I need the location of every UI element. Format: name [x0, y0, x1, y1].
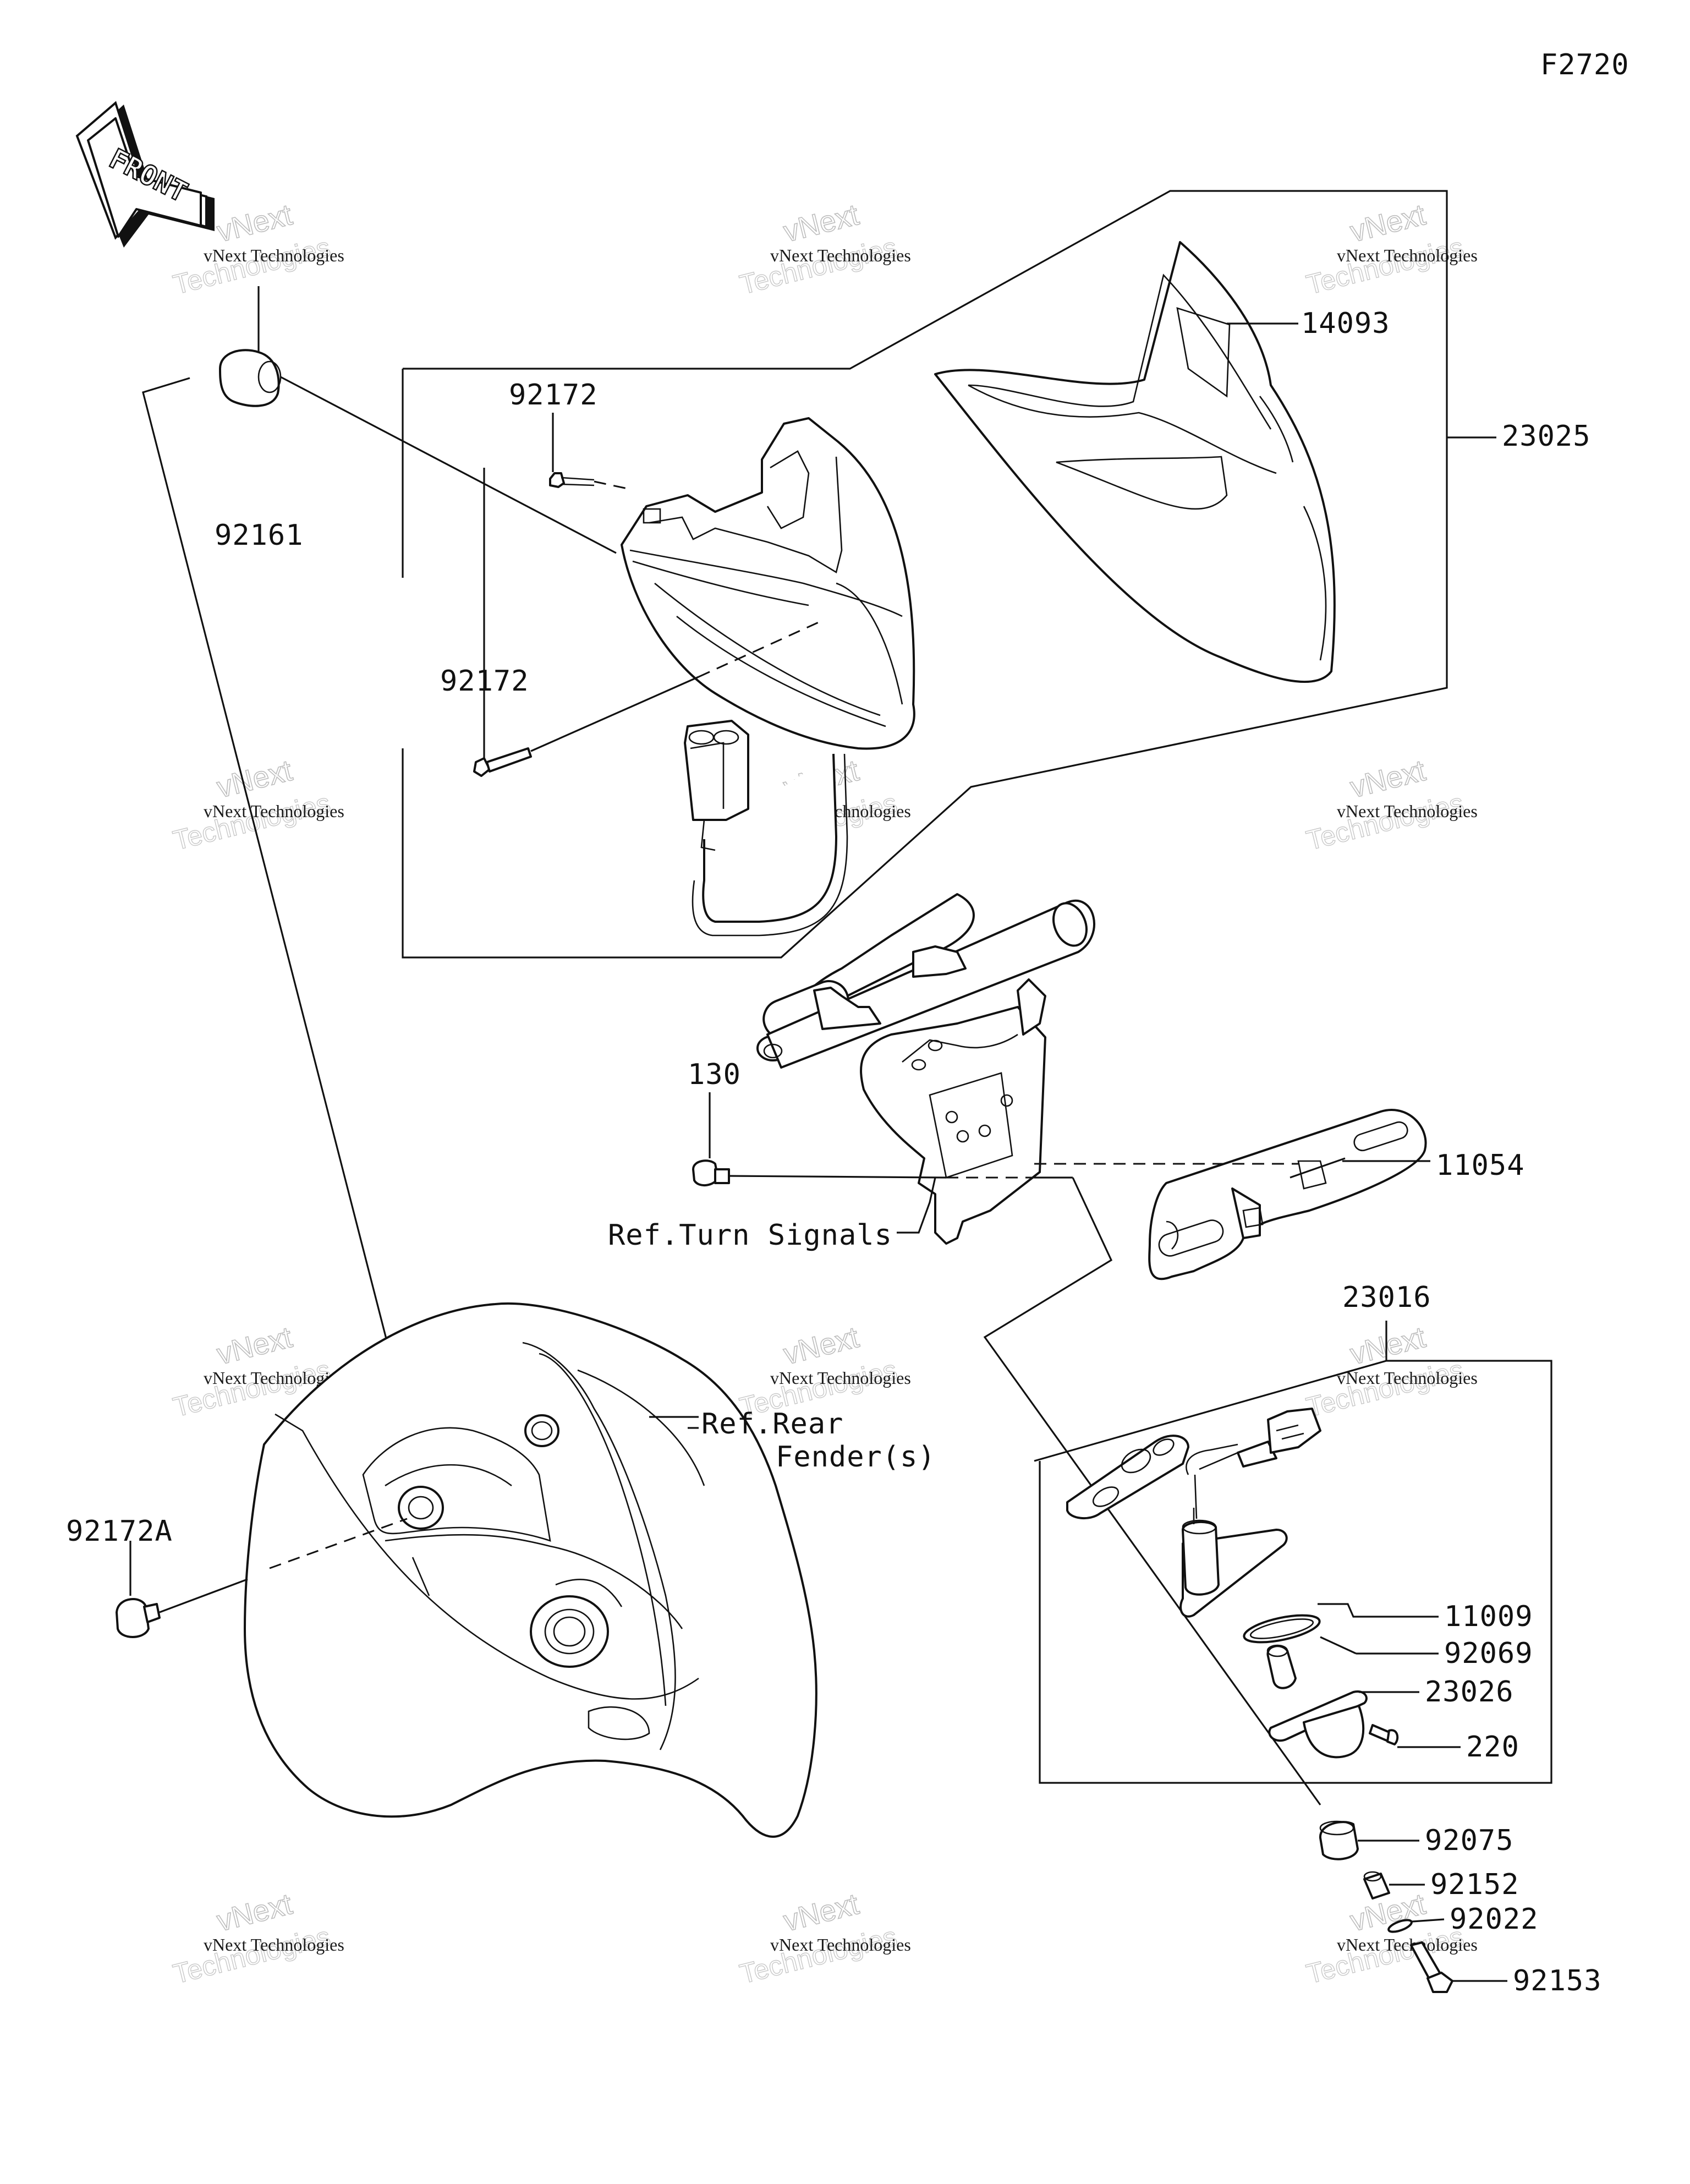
- washer-92022-part: [1387, 1918, 1445, 1933]
- screw-92172-mid: [473, 621, 820, 777]
- watermark: vNext Technologies vNext Technologies: [736, 1887, 911, 1990]
- leader-license-light: [983, 1177, 1321, 1805]
- label-11009: 11009: [1444, 1600, 1533, 1633]
- tail-light-housing-part: [621, 417, 915, 750]
- assembly-box-23016: [1034, 1321, 1552, 1784]
- watermark-brand-outline: Technologies: [737, 1921, 900, 1990]
- watermark-text: vNext Technologies: [770, 1368, 911, 1388]
- label-23025: 23025: [1502, 420, 1591, 453]
- bolt-92153-part: [1410, 1941, 1507, 1993]
- watermark: vNext Technologies vNext Technologies: [736, 198, 911, 300]
- label-11054: 11054: [1436, 1149, 1525, 1182]
- lens-23026-part: [1268, 1690, 1368, 1759]
- label-92153: 92153: [1513, 1964, 1602, 1997]
- label-92069: 92069: [1444, 1637, 1533, 1670]
- front-arrow-icon: FRONT: [75, 101, 215, 248]
- o-ring-92069-part: [1243, 1614, 1321, 1644]
- label-130: 130: [688, 1058, 741, 1091]
- leader-rear-fender: [142, 377, 436, 1528]
- watermark-brand: vNext: [213, 1887, 295, 1938]
- watermark-brand-outline: Technologies: [170, 1921, 333, 1990]
- watermark: vNext Technologies vNext Technologies: [169, 1887, 344, 1990]
- watermark-brand-outline: Technologies: [1303, 787, 1467, 856]
- diagram-code: F2720: [1540, 48, 1629, 81]
- watermark-brand: vNext: [780, 198, 862, 249]
- screw-92172-top: [549, 472, 633, 491]
- label-92152: 92152: [1430, 1868, 1519, 1901]
- watermark-text: vNext Technologies: [1337, 245, 1478, 265]
- license-light-socket-part: [1179, 1443, 1288, 1618]
- watermark: vNext Technologies vNext Technologies: [1303, 1320, 1478, 1423]
- rear-fender-part: [244, 1302, 817, 1838]
- license-plate-bracket-part: [756, 893, 1095, 1245]
- label-92172-mid: 92172: [440, 665, 529, 698]
- label-92075: 92075: [1425, 1824, 1514, 1857]
- part-labels: 14093 23025 92172 92172 92161 130 11054 …: [66, 307, 1602, 1997]
- watermark-brand: vNext: [213, 198, 295, 249]
- watermark-text: vNext Technologies: [204, 245, 344, 265]
- watermark-brand: vNext: [1347, 754, 1428, 804]
- watermark-text: vNext Technologies: [770, 1935, 911, 1955]
- plate-holder-11054-part: [1034, 1109, 1430, 1280]
- label-92022: 92022: [1450, 1903, 1539, 1936]
- watermark-brand: vNext: [213, 1321, 295, 1371]
- label-14093: 14093: [1301, 307, 1390, 340]
- license-light-base-part: [1066, 1435, 1189, 1520]
- watermark-brand-outline: Technologies: [1303, 232, 1467, 300]
- watermark-brand: vNext: [780, 1887, 862, 1938]
- label-23016: 23016: [1342, 1281, 1431, 1314]
- assembly-box-23025: [402, 190, 1496, 959]
- label-92172A: 92172A: [66, 1515, 173, 1548]
- label-92161: 92161: [215, 519, 304, 552]
- grommet-92075-part: [1319, 1820, 1419, 1860]
- label-ref-rear: Ref.Rear: [701, 1408, 843, 1441]
- watermark-brand: vNext: [780, 1321, 862, 1371]
- bolt-92172A-part: [116, 1541, 248, 1638]
- label-ref-turn-signals: Ref.Turn Signals: [608, 1219, 892, 1252]
- leader-ref-turn-signals: [897, 1177, 936, 1234]
- watermark: vNext Technologies vNext Technologies: [1303, 753, 1478, 856]
- screw-220-part: [1369, 1724, 1399, 1745]
- bulb-part: [1266, 1644, 1297, 1689]
- watermark-brand: vNext: [213, 754, 295, 804]
- watermark-brand: vNext: [1347, 1321, 1428, 1371]
- tail-lens-part: [934, 241, 1336, 683]
- label-220: 220: [1466, 1731, 1519, 1764]
- watermark-brand-outline: Technologies: [170, 232, 333, 300]
- watermark-text: vNext Technologies: [204, 801, 344, 821]
- watermark-brand-outline: Technologies: [170, 787, 333, 856]
- label-23026: 23026: [1425, 1676, 1514, 1709]
- watermark: vNext Technologies vNext Technologies: [1303, 198, 1478, 300]
- watermark: vNext Technologies vNext Technologies: [169, 753, 344, 856]
- wire-harness-part: [684, 720, 848, 937]
- leader-11009: [1318, 1603, 1439, 1618]
- watermark-text: vNext Technologies: [1337, 1935, 1478, 1955]
- grommet-92161-part: [219, 286, 617, 554]
- watermark-text: vNext Technologies: [1337, 801, 1478, 821]
- watermark-brand: vNext: [1347, 198, 1428, 249]
- watermark-brand-outline: Technologies: [1303, 1354, 1467, 1423]
- collar-92152-part: [1363, 1871, 1425, 1900]
- label-fenders: Fender(s): [776, 1441, 936, 1474]
- bolt-130-part: [692, 1092, 1073, 1186]
- watermark-text: vNext Technologies: [770, 245, 911, 265]
- label-92172-top: 92172: [509, 379, 598, 412]
- watermark-text: vNext Technologies: [1337, 1368, 1478, 1388]
- license-light-connector-part: [1237, 1408, 1321, 1468]
- watermark-text: vNext Technologies: [204, 1935, 344, 1955]
- watermark-brand-outline: Technologies: [737, 232, 900, 300]
- leader-92069-a: [1320, 1636, 1357, 1655]
